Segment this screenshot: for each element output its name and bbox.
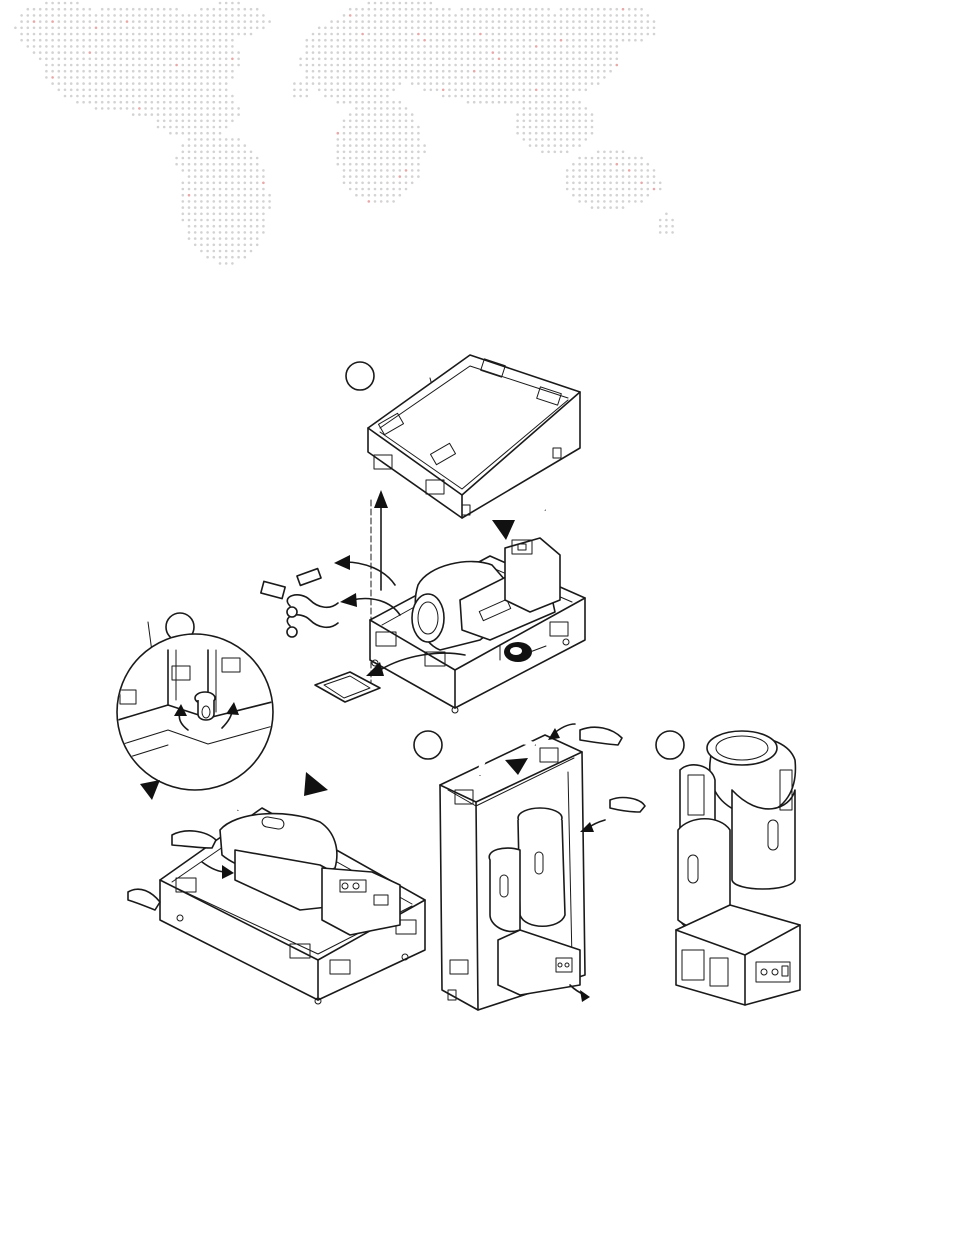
return-arrow-icon	[126, 780, 160, 900]
step-1-marker	[346, 362, 374, 390]
step-3-tilt-upright	[414, 724, 645, 1010]
detail-magnifier-circle	[117, 634, 273, 790]
power-cable-icon	[240, 534, 337, 599]
lift-out-arrow-icon	[238, 772, 328, 810]
lift-fixture-from-case	[128, 772, 425, 1004]
case-lid-icon	[368, 355, 580, 518]
step-3-marker	[414, 731, 442, 759]
manual-icon	[315, 672, 380, 702]
safety-cables-icon	[287, 595, 338, 637]
open-case-with-fixture	[370, 538, 585, 713]
step-4-fixture-standing	[656, 731, 800, 1005]
hand-icon	[580, 727, 645, 812]
flip-lid-arrow-icon	[492, 501, 545, 540]
step-4-marker	[656, 731, 684, 759]
caster-wheel-icon	[195, 692, 215, 720]
standing-fixture-icon	[676, 731, 800, 1005]
